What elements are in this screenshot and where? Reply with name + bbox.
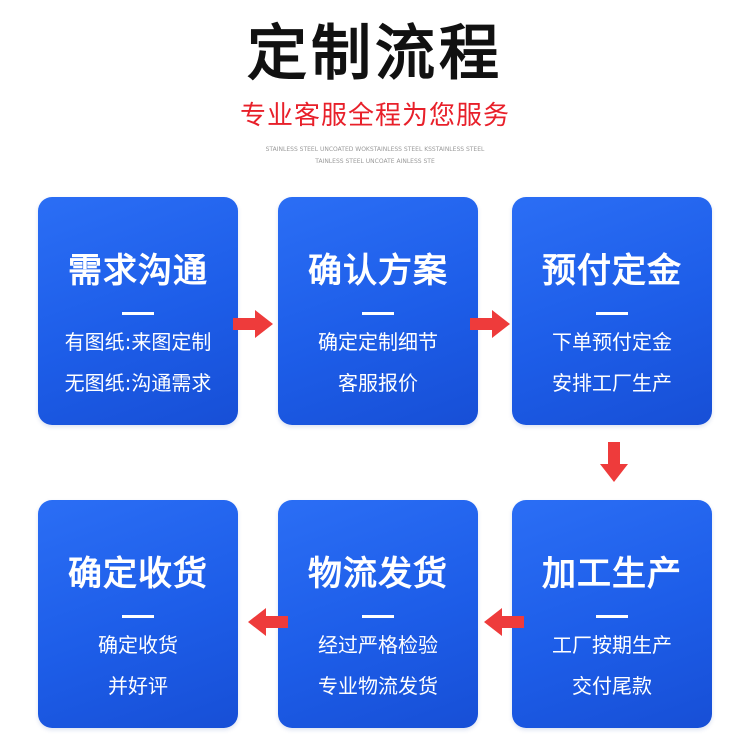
step-title: 确认方案 bbox=[308, 251, 448, 291]
step-card-4: 加工生产 工厂按期生产 交付尾款 bbox=[512, 500, 712, 728]
step-detail-2: 并好评 bbox=[108, 674, 168, 698]
step-detail-1: 下单预付定金 bbox=[552, 330, 672, 354]
step-divider bbox=[122, 312, 154, 315]
step-divider bbox=[362, 312, 394, 315]
step-card-5: 物流发货 经过严格检验 专业物流发货 bbox=[278, 500, 478, 728]
step-detail-2: 客服报价 bbox=[338, 371, 418, 395]
step-divider bbox=[362, 615, 394, 618]
step-divider bbox=[596, 615, 628, 618]
step-detail-2: 专业物流发货 bbox=[318, 674, 438, 698]
step-title: 确定收货 bbox=[68, 554, 208, 594]
tiny-caption-line-2: TAINLESS STEEL UNCOATE AINLESS STE bbox=[315, 158, 435, 165]
step-detail-1: 有图纸:来图定制 bbox=[64, 330, 212, 354]
arrow-right-icon bbox=[233, 310, 273, 338]
arrow-down-icon bbox=[600, 442, 628, 482]
arrow-left-icon bbox=[248, 608, 288, 636]
step-divider bbox=[596, 312, 628, 315]
step-title: 预付定金 bbox=[542, 251, 682, 291]
arrow-left-icon bbox=[484, 608, 524, 636]
step-detail-2: 交付尾款 bbox=[572, 674, 652, 698]
tiny-caption-line-1: STAINLESS STEEL UNCOATED WOKSTAINLESS ST… bbox=[265, 146, 485, 153]
step-detail-1: 工厂按期生产 bbox=[552, 633, 672, 657]
step-detail-1: 确定定制细节 bbox=[318, 330, 438, 354]
step-card-3: 预付定金 下单预付定金 安排工厂生产 bbox=[512, 197, 712, 425]
step-detail-1: 确定收货 bbox=[98, 633, 178, 657]
step-detail-2: 安排工厂生产 bbox=[552, 371, 672, 395]
arrow-right-icon bbox=[470, 310, 510, 338]
step-divider bbox=[122, 615, 154, 618]
step-title: 加工生产 bbox=[542, 554, 682, 594]
step-card-2: 确认方案 确定定制细节 客服报价 bbox=[278, 197, 478, 425]
step-card-1: 需求沟通 有图纸:来图定制 无图纸:沟通需求 bbox=[38, 197, 238, 425]
step-detail-1: 经过严格检验 bbox=[318, 633, 438, 657]
step-card-6: 确定收货 确定收货 并好评 bbox=[38, 500, 238, 728]
step-title: 需求沟通 bbox=[68, 251, 208, 291]
page-title: 定制流程 bbox=[247, 19, 503, 89]
page-subtitle: 专业客服全程为您服务 bbox=[239, 101, 510, 131]
step-title: 物流发货 bbox=[308, 554, 448, 594]
step-detail-2: 无图纸:沟通需求 bbox=[64, 371, 212, 395]
